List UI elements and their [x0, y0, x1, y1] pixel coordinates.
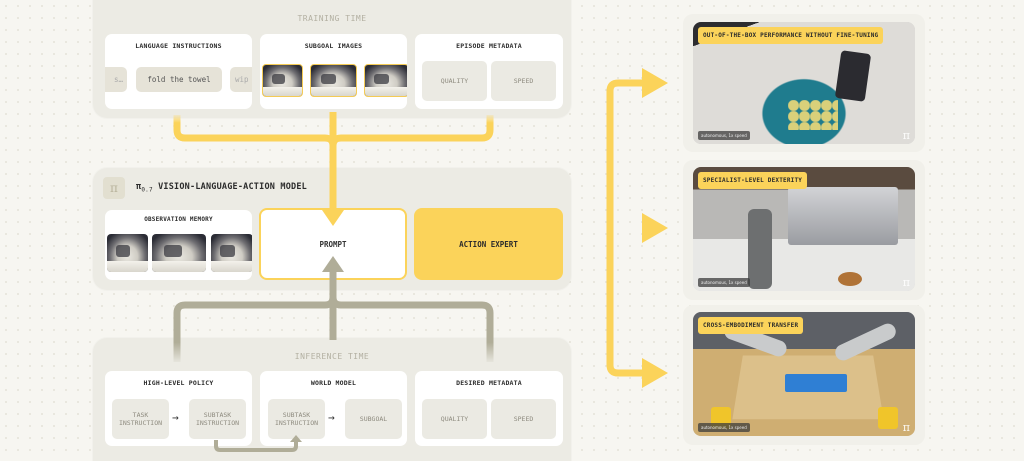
arrow-right-icon	[642, 68, 668, 98]
world-model-title: WORLD MODEL	[310, 379, 357, 387]
high-level-policy-title: HIGH-LEVEL POLICY	[143, 379, 214, 387]
instruction-pill: s…	[105, 67, 127, 92]
world-model-card: WORLD MODEL SUBTASK INSTRUCTION → SUBGOA…	[260, 371, 407, 446]
coaster	[838, 272, 862, 286]
subgoal-images-card: SUBGOAL IMAGES	[260, 34, 407, 109]
model-name-text: VISION-LANGUAGE-ACTION MODEL	[158, 182, 307, 192]
training-time-section: TRAINING TIME LANGUAGE INSTRUCTIONS s… f…	[93, 0, 571, 118]
output-card: OUT-OF-THE-BOX PERFORMANCE WITHOUT FINE-…	[683, 14, 925, 152]
pi-watermark-icon: π	[902, 129, 910, 142]
subgoal-chip: SUBGOAL	[345, 399, 402, 439]
subgoal-images-title: SUBGOAL IMAGES	[304, 42, 363, 50]
output-label: OUT-OF-THE-BOX PERFORMANCE WITHOUT FINE-…	[698, 27, 884, 44]
subgoal-image	[262, 64, 303, 97]
output-label: SPECIALIST-LEVEL DEXTERITY	[698, 172, 808, 189]
inference-time-title: INFERENCE TIME	[294, 352, 370, 361]
video-caption: autonomous, 1x speed	[698, 131, 750, 140]
arrow-right-icon	[642, 358, 668, 388]
desired-metadata-card: DESIRED METADATA QUALITY SPEED	[415, 371, 563, 446]
output-card: CROSS-EMBODIMENT TRANSFER autonomous, 1x…	[683, 305, 925, 445]
subgoal-image	[310, 64, 357, 97]
arrow-right-icon: →	[328, 411, 335, 424]
arrow-right-icon	[642, 213, 668, 243]
action-expert-box: ACTION EXPERT	[414, 208, 563, 280]
output-label: CROSS-EMBODIMENT TRANSFER	[698, 317, 804, 334]
clamp-right	[878, 407, 898, 429]
pi-watermark-icon: π	[902, 421, 910, 434]
observation-image	[211, 234, 252, 272]
model-name-prefix: π	[136, 182, 142, 192]
episode-metadata-card: EPISODE METADATA QUALITY SPEED	[415, 34, 563, 109]
arrow-right-icon: →	[172, 411, 179, 424]
instruction-pill: wip	[230, 67, 252, 92]
observation-memory-card: OBSERVATION MEMORY	[105, 210, 252, 280]
observation-image	[152, 234, 206, 272]
task-instruction-chip: TASK INSTRUCTION	[112, 399, 169, 439]
speed-chip: SPEED	[491, 399, 556, 439]
desired-metadata-title: DESIRED METADATA	[456, 379, 522, 387]
pi-watermark-icon: π	[902, 276, 910, 289]
observation-memory-title: OBSERVATION MEMORY	[144, 216, 213, 223]
outputs-arrow	[572, 68, 668, 388]
language-instructions-card: LANGUAGE INSTRUCTIONS s… fold the towel …	[105, 34, 252, 109]
high-level-policy-card: HIGH-LEVEL POLICY TASK INSTRUCTION → SUB…	[105, 371, 252, 446]
subtask-instruction-chip: SUBTASK INSTRUCTION	[189, 399, 246, 439]
training-time-title: TRAINING TIME	[297, 14, 367, 23]
vla-model-section: π π0.7 VISION-LANGUAGE-ACTION MODEL OBSE…	[93, 168, 571, 290]
output-video[interactable]: CROSS-EMBODIMENT TRANSFER autonomous, 1x…	[693, 312, 915, 436]
output-card: SPECIALIST-LEVEL DEXTERITY autonomous, 1…	[683, 160, 925, 300]
espresso-machine	[788, 187, 898, 245]
subtask-instruction-chip: SUBTASK INSTRUCTION	[268, 399, 325, 439]
video-caption: autonomous, 1x speed	[698, 278, 750, 287]
inference-time-section: INFERENCE TIME HIGH-LEVEL POLICY TASK IN…	[93, 338, 571, 461]
language-instructions-title: LANGUAGE INSTRUCTIONS	[135, 42, 222, 50]
observation-image	[107, 234, 148, 272]
blue-towel	[785, 374, 847, 392]
quality-chip: QUALITY	[422, 399, 487, 439]
prompt-box: PROMPT	[259, 208, 407, 280]
robot-arm	[748, 209, 772, 289]
subgoal-image	[364, 64, 407, 97]
model-name: π0.7 VISION-LANGUAGE-ACTION MODEL	[136, 182, 307, 194]
instruction-pill-active: fold the towel	[136, 67, 222, 92]
model-version: 0.7	[141, 186, 153, 194]
action-expert-label: ACTION EXPERT	[459, 239, 518, 249]
output-video[interactable]: OUT-OF-THE-BOX PERFORMANCE WITHOUT FINE-…	[693, 22, 915, 144]
video-caption: autonomous, 1x speed	[698, 423, 750, 432]
prompt-label: PROMPT	[319, 239, 347, 249]
output-video[interactable]: SPECIALIST-LEVEL DEXTERITY autonomous, 1…	[693, 167, 915, 291]
zucchini-slices	[788, 100, 838, 130]
pi-logo-icon: π	[103, 177, 125, 199]
episode-metadata-title: EPISODE METADATA	[456, 42, 522, 50]
quality-chip: QUALITY	[422, 61, 487, 101]
speed-chip: SPEED	[491, 61, 556, 101]
